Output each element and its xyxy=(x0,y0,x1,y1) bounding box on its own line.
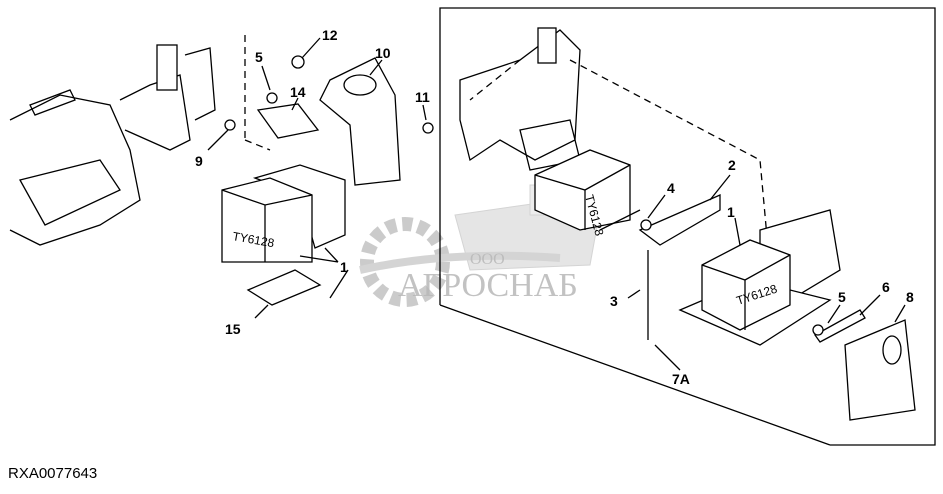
tractor-frame-left xyxy=(9,44,216,246)
callout-3: 3 xyxy=(610,293,618,309)
callout-1: 1 xyxy=(340,259,348,275)
callout-14: 14 xyxy=(290,84,306,100)
right-callouts xyxy=(627,174,906,371)
callout-9: 9 xyxy=(195,153,203,169)
figure-caption: RXA0077643 xyxy=(8,465,97,482)
callout-15: 15 xyxy=(225,321,241,337)
battery-tray-left xyxy=(244,35,401,186)
batteries-left xyxy=(221,55,434,306)
callout-1-right: 1 xyxy=(727,204,735,220)
callout-5: 5 xyxy=(255,49,263,65)
callout-4: 4 xyxy=(667,180,675,196)
detail-frame xyxy=(439,7,936,446)
watermark-name: АГРОСНАБ xyxy=(398,267,578,304)
callout-7a: 7A xyxy=(672,371,690,387)
callout-6: 6 xyxy=(882,279,890,295)
callout-12: 12 xyxy=(322,27,338,43)
callout-11: 11 xyxy=(415,89,430,105)
left-callouts xyxy=(207,37,427,319)
battery-tray-right xyxy=(599,194,916,421)
callout-2: 2 xyxy=(728,157,736,173)
callout-8: 8 xyxy=(906,289,914,305)
callout-5-right: 5 xyxy=(838,289,846,305)
watermark-prefix: ООО xyxy=(470,251,505,268)
callout-10: 10 xyxy=(375,45,391,61)
